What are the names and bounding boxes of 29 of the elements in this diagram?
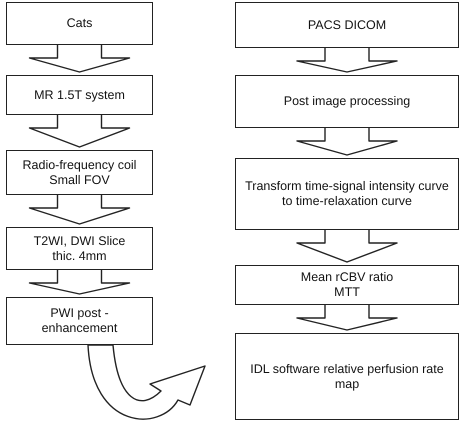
- box-label: Mean rCBV ratio MTT: [300, 270, 394, 300]
- block-arrow: [296, 304, 398, 331]
- box-label: PWI post -enhancement: [40, 306, 118, 336]
- block-arrow: [28, 44, 130, 73]
- process-box: [235, 75, 459, 128]
- block-arrow: [296, 229, 398, 263]
- process-box: [6, 75, 153, 115]
- box-label: Cats: [66, 16, 92, 31]
- block-arrow: [296, 47, 398, 73]
- box-label: PACS DICOM: [308, 18, 386, 32]
- box-label: Post image processing: [284, 94, 410, 109]
- box-label: MR 1.5T system: [34, 88, 125, 102]
- block-arrow: [296, 127, 398, 156]
- block-arrow: [87, 344, 206, 420]
- box-label: IDL software relative perfusion rate map: [249, 362, 445, 392]
- process-box: [6, 150, 153, 195]
- box-label: T2WI, DWI Slice thic. 4mm: [32, 234, 126, 264]
- process-box: [6, 227, 153, 270]
- process-box: [6, 2, 153, 45]
- block-arrow: [28, 194, 130, 225]
- process-box: [235, 2, 459, 48]
- process-box: [235, 265, 459, 305]
- process-box: [235, 333, 459, 420]
- process-box: [6, 297, 153, 345]
- box-label: Radio-frequency coil Small FOV: [22, 158, 138, 188]
- block-arrow: [28, 114, 130, 148]
- block-arrow: [28, 269, 130, 295]
- box-label: Transform time-signal intensity curve to time-relaxation curve: [244, 179, 450, 209]
- process-box: [235, 158, 459, 230]
